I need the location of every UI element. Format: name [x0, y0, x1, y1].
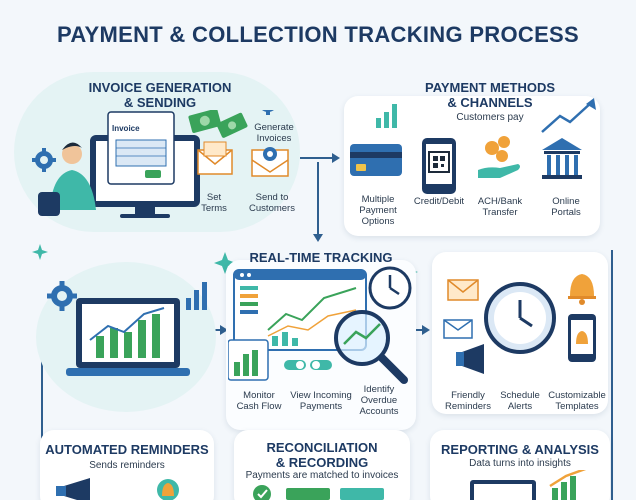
- label-send-line2: Customers: [249, 203, 295, 214]
- reconciliation-title: RECONCILIATION & RECORDING: [234, 440, 410, 470]
- label-customizable-templates: Customizable Templates: [544, 390, 610, 412]
- clock-icon: [368, 266, 412, 310]
- label-view-line2: Payments: [299, 401, 343, 412]
- label-multiple-line3: Options: [361, 216, 395, 227]
- label-online-line2: Portals: [551, 207, 581, 218]
- reconciliation-subtitle: Payments are matched to invoices: [245, 470, 399, 481]
- label-set-line2: Terms: [201, 203, 227, 214]
- label-set-terms: Set Terms: [192, 192, 236, 214]
- label-custom-line1: Customizable: [548, 390, 606, 401]
- label-view-line1: View Incoming: [290, 390, 352, 401]
- megaphone-icon: [456, 344, 484, 374]
- label-ach-transfer: ACH/Bank Transfer: [472, 196, 528, 218]
- magnifier-icon: [334, 310, 408, 384]
- reconciliation-title-line1: RECONCILIATION: [266, 440, 378, 455]
- label-generate-line2: Invoices: [256, 133, 292, 144]
- label-friendly-line2: Reminders: [445, 401, 491, 412]
- envelope-icon: [197, 141, 233, 175]
- label-friendly-line1: Friendly: [451, 390, 485, 401]
- reporting-illustration: [470, 470, 587, 500]
- money-icon: [188, 110, 222, 133]
- label-ach-line1: ACH/Bank: [477, 196, 523, 207]
- bell-icon: [568, 274, 596, 305]
- bar-chart-card: [228, 339, 269, 381]
- label-monitor-line2: Cash Flow: [236, 401, 282, 412]
- label-schedule-line2: Alerts: [507, 401, 533, 412]
- label-view-incoming-payments: View Incoming Payments: [286, 390, 356, 412]
- tracking-title: REAL-TIME TRACKING: [249, 250, 393, 265]
- invoice-title-line2: & SENDING: [123, 95, 197, 110]
- label-send-line1: Send to: [255, 192, 289, 203]
- email-icon: [251, 147, 289, 177]
- arrowhead-2: [313, 234, 323, 242]
- invoice-illustration: [32, 110, 289, 218]
- gear-icon: [32, 148, 56, 172]
- payment-title-line2: & CHANNELS: [447, 95, 533, 110]
- label-monitor-line1: Monitor: [243, 390, 275, 401]
- payment-methods-illustration: [350, 98, 596, 194]
- reminder-tools-illustration: [443, 274, 596, 374]
- label-online-portals: Online Portals: [538, 196, 594, 218]
- alarm-clock-icon: [484, 282, 556, 354]
- tracking-illustration: [228, 266, 412, 384]
- settings-gear-icon: [262, 110, 274, 115]
- label-identify-overdue: Identify Overdue Accounts: [354, 384, 404, 417]
- invoice-title-line1: INVOICE GENERATION: [88, 80, 232, 95]
- phone-bell-icon: [568, 314, 596, 362]
- label-monitor-cash-flow: Monitor Cash Flow: [232, 390, 286, 412]
- reconciliation-title-line2: & RECORDING: [275, 455, 369, 470]
- qr-phone-icon: [422, 138, 456, 194]
- automated-illustration: [56, 478, 179, 500]
- label-online-line1: Online: [552, 196, 580, 207]
- bank-icon: [542, 138, 582, 179]
- label-multiple-line2: Payment: [359, 205, 397, 216]
- label-schedule-alerts: Schedule Alerts: [496, 390, 544, 412]
- label-credit-debit: Credit/Debit: [413, 196, 465, 207]
- label-multiple-payment-options: Multiple Payment Options: [350, 194, 406, 227]
- growth-arrow-icon: [549, 470, 587, 488]
- hand-coins-icon: [478, 136, 520, 178]
- label-identify-line1: Identify: [363, 384, 395, 395]
- automated-reminders-title: AUTOMATED REMINDERS: [45, 442, 209, 457]
- payment-title-line1: PAYMENT METHODS: [424, 80, 555, 95]
- label-generate-invoices: Generate Invoices: [246, 122, 302, 144]
- label-multiple-line1: Multiple: [361, 194, 395, 205]
- gear-icon: [47, 281, 77, 311]
- envelope-icon: [443, 319, 473, 339]
- arrowhead-4: [422, 325, 430, 335]
- invoice-doc-label: Invoice: [112, 124, 140, 133]
- label-identify-line2: Overdue: [360, 395, 398, 406]
- arrowhead-3: [220, 325, 228, 335]
- label-send-customers: Send to Customers: [240, 192, 304, 214]
- reporting-title: REPORTING & ANALYSIS: [441, 442, 599, 457]
- label-custom-line2: Templates: [555, 401, 599, 412]
- payment-methods-title: PAYMENT METHODS & CHANNELS: [390, 80, 590, 110]
- page-title: PAYMENT & COLLECTION TRACKING PROCESS: [56, 22, 580, 47]
- sparkle-icon: [214, 252, 236, 274]
- label-set-line1: Set: [206, 192, 222, 203]
- invoice-section-title: INVOICE GENERATION & SENDING: [60, 80, 260, 110]
- label-generate-line1: Generate: [254, 122, 294, 133]
- label-friendly-reminders: Friendly Reminders: [440, 390, 496, 412]
- check-icon: [253, 485, 271, 500]
- automated-reminders-subtitle: Sends reminders: [89, 460, 165, 471]
- reconciliation-illustration: [253, 485, 384, 500]
- reporting-subtitle: Data turns into insights: [469, 458, 571, 469]
- label-schedule-line1: Schedule: [500, 390, 540, 401]
- credit-card-icon: [350, 144, 402, 176]
- laptop-illustration: [47, 281, 207, 376]
- megaphone-icon: [56, 478, 90, 500]
- arrowhead-1: [332, 153, 340, 163]
- bell-icon: [157, 479, 179, 500]
- envelope-icon: [447, 279, 479, 301]
- bank-note-icon: [286, 488, 330, 500]
- label-ach-line2: Transfer: [482, 207, 518, 218]
- label-identify-line3: Accounts: [359, 406, 399, 417]
- payment-methods-subtitle: Customers pay: [456, 112, 524, 123]
